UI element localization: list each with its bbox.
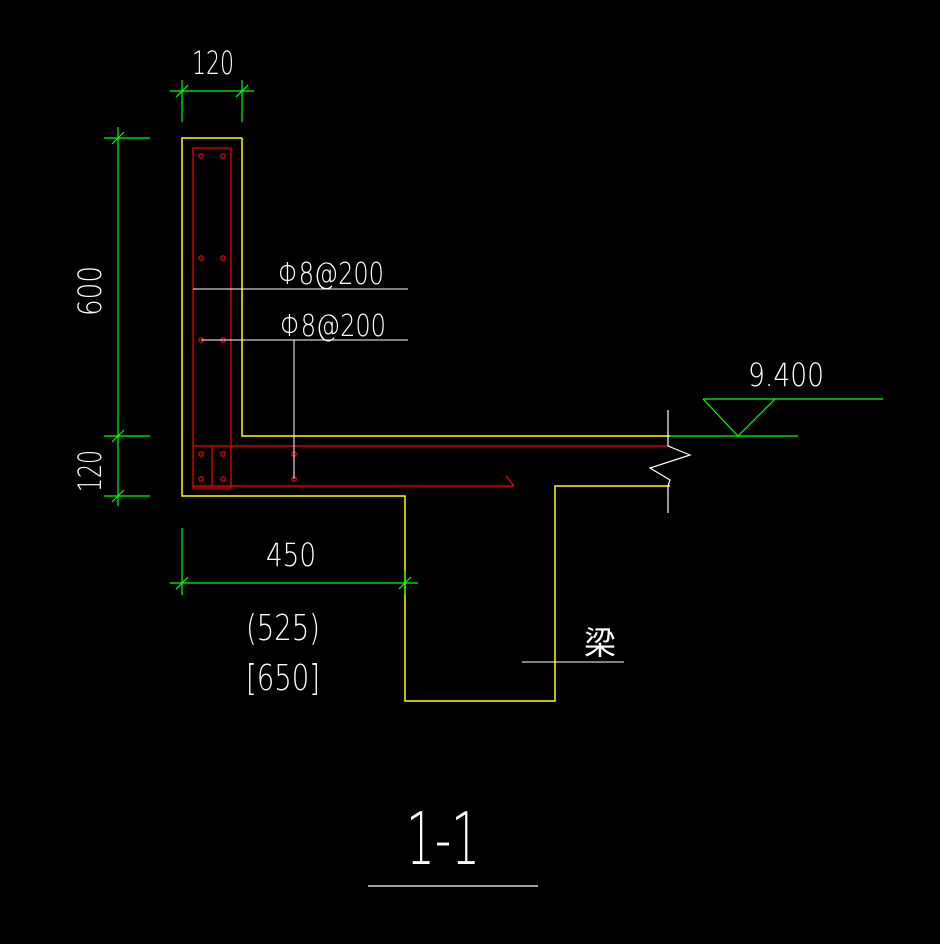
rebar-dot (198, 451, 204, 457)
concrete-outline (181, 137, 670, 702)
rebar-dot (198, 476, 204, 482)
dim-bottom-width: 450 (266, 536, 316, 574)
rebar-dot (220, 255, 226, 261)
dim-left-tick-top (111, 131, 125, 145)
dim-top-width: 120 (192, 44, 234, 82)
parapet-outline (181, 137, 670, 702)
rebar-dot (220, 476, 226, 482)
rebar-dot (198, 153, 204, 159)
dim-bottom-width-alt1: (525) (246, 608, 320, 649)
dim-top-tick-left (175, 84, 189, 98)
dim-left-tick-mid (111, 429, 125, 443)
parapet-stirrup (192, 147, 232, 489)
beam-label: 梁 (584, 624, 616, 662)
rebar-dot (198, 255, 204, 261)
slab-bottom-hook (505, 475, 515, 487)
dim-left-tick-bot (111, 489, 125, 503)
rebar-leaders (193, 288, 408, 479)
section-title: 1-1 (406, 797, 480, 881)
rebar-note-1: Φ8@200 (278, 257, 384, 292)
dim-bottom-tick-right (398, 576, 412, 590)
dim-bottom-tick-left (175, 576, 189, 590)
break-line (648, 410, 692, 513)
level-elevation: 9.400 (748, 356, 824, 394)
dim-bottom-width-alt2: [650] (246, 658, 320, 699)
parapet-inner-outline (241, 138, 670, 437)
break-symbol (648, 410, 692, 513)
dim-top-tick-right (235, 84, 249, 98)
level-marker (670, 398, 883, 437)
rebar-dot (220, 451, 226, 457)
rebar-dot (220, 153, 226, 159)
dim-slab-thickness: 120 (71, 450, 109, 492)
rebar-cage (192, 147, 670, 489)
dim-wall-height: 600 (71, 266, 109, 316)
dimension-lines (104, 80, 418, 595)
level-triangle (702, 398, 777, 437)
rebar-note-2: Φ8@200 (280, 309, 386, 344)
